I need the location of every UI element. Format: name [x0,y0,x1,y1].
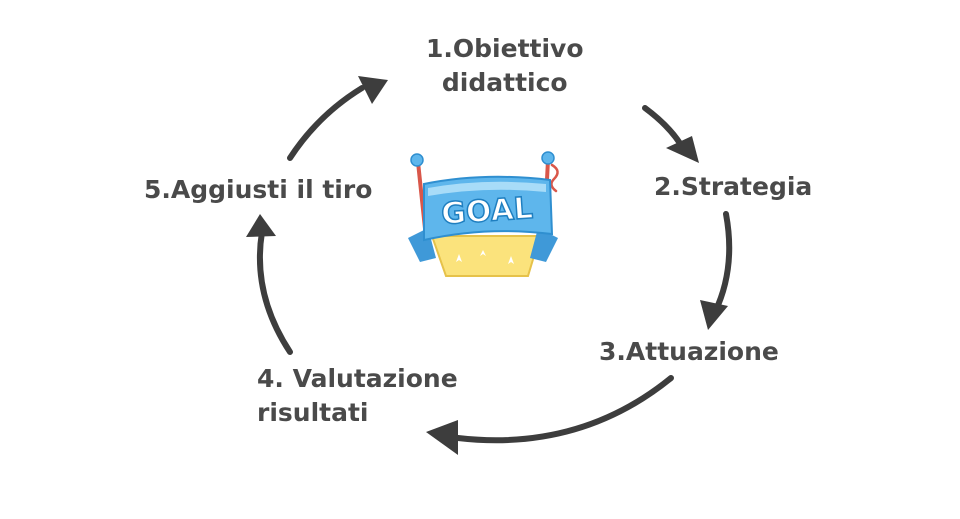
step-4-line-1: 4. Valutazione [257,364,458,393]
arrowhead-4 [426,420,458,455]
step-1-line-2: didattico [441,68,568,97]
arrow-2-to-3 [712,211,733,315]
step-1-line-1: 1.Obiettivo [426,34,584,63]
arrow-3-to-4 [455,375,674,444]
arrowhead-2 [666,136,699,163]
step-2-line-1: 2.Strategia [654,172,813,201]
step-3-implementation: 3.Attuazione [599,335,779,369]
arrow-5-to-1 [287,85,365,161]
step-3-line-1: 3.Attuazione [599,337,779,366]
step-2-strategy: 2.Strategia [654,170,812,204]
step-1-objective: 1.Obiettivo didattico [426,32,584,100]
arrow-4-to-5 [257,229,293,355]
step-4-evaluation: 4. Valutazione risultati [257,362,458,430]
arrowhead-1 [358,76,388,104]
step-4-line-2: risultati [257,398,369,427]
goal-badge-icon: GOAL [408,151,559,277]
step-5-adjust: 5.Aggiusti il tiro [144,173,372,207]
arrowhead-5 [246,214,276,237]
goal-badge-text: GOAL [440,191,534,232]
arrowhead-3 [700,300,728,330]
step-5-line-1: 5.Aggiusti il tiro [144,175,373,204]
